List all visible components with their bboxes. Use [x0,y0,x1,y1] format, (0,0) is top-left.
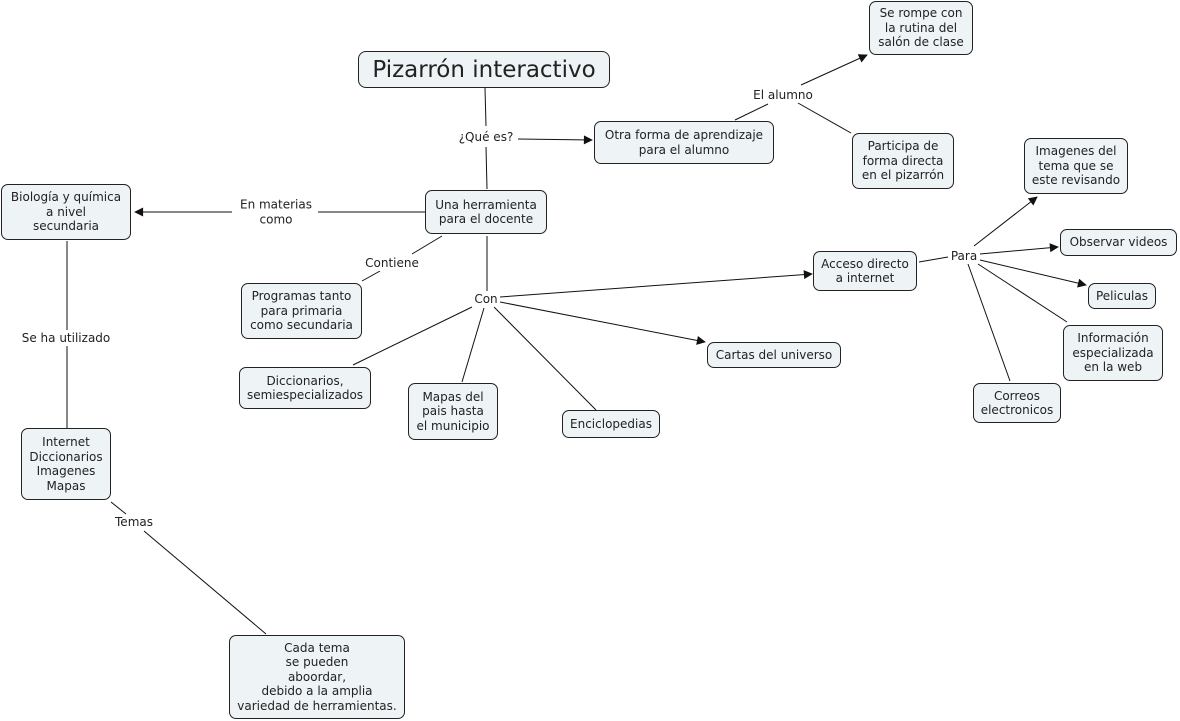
concept-biologia[interactable]: Biología y química a nivel secundaria [1,184,131,240]
link-contiene: Contiene [363,255,421,271]
line-para-videos [979,243,1059,255]
link-temas: Temas [113,514,155,530]
line-para-imagenes [973,196,1038,247]
line-que-es-otra-forma [517,135,593,145]
concept-peliculas[interactable]: Peliculas [1088,283,1156,309]
concept-enciclopedias[interactable]: Enciclopedias [562,410,660,438]
line-que-es-herramienta [485,146,488,190]
line-internet-temas [110,501,127,515]
line-para-peliculas [979,259,1087,288]
concept-acceso[interactable]: Acceso directo a internet [813,251,917,291]
link-se-ha-utilizado: Se ha utilizado [19,330,113,346]
concept-mapas[interactable]: Mapas del pais hasta el municipio [408,383,498,440]
concept-internet-list[interactable]: Internet Diccionarios Imagenes Mapas [21,428,111,500]
line-el-alumno-participa [797,102,852,134]
concept-pizarron-interactivo[interactable]: Pizarrón interactivo [358,51,610,88]
concept-se-rompe[interactable]: Se rompe con la rutina del salón de clas… [869,1,973,55]
concept-imagenes-tema[interactable]: Imagenes del tema que se este revisando [1024,138,1128,194]
concept-otra-forma[interactable]: Otra forma de aprendizaje para el alumno [594,121,774,164]
line-acceso-para [918,256,949,263]
line-para-correos [967,263,1011,382]
line-con-acceso [499,270,813,298]
concept-correos[interactable]: Correos electronicos [973,383,1061,423]
line-con-enciclopedias [493,306,597,411]
line-el-alumno-se-rompe [800,54,868,86]
link-el-alumno: El alumno [751,87,815,103]
link-que-es: ¿Qué es? [456,129,516,145]
link-con: Con [472,291,500,307]
concept-videos[interactable]: Observar videos [1060,229,1177,256]
line-contiene-programas [361,270,381,282]
line-con-cartas [499,301,706,345]
link-para: Para [948,248,980,264]
concept-diccionarios[interactable]: Diccionarios, semiespecializados [239,367,371,409]
concept-informacion[interactable]: Información especializada en la web [1063,325,1163,381]
link-en-materias-como: En materias como [237,197,315,227]
line-con-mapas [461,307,485,383]
line-pizarron-que-es [484,87,487,127]
line-herramienta-contiene [411,235,443,255]
line-con-diccionarios [352,306,473,366]
line-temas-cada-tema [143,530,267,635]
concept-programas[interactable]: Programas tanto para primaria como secun… [241,283,362,339]
line-para-informacion [977,263,1068,323]
line-otra-forma-el-alumno [734,103,769,121]
concept-herramienta[interactable]: Una herramienta para el docente [425,190,547,234]
concept-cartas[interactable]: Cartas del universo [707,342,841,368]
concept-cada-tema[interactable]: Cada tema se pueden aboordar, debido a l… [229,635,405,719]
concept-participa[interactable]: Participa de forma directa en el pizarró… [852,133,954,189]
